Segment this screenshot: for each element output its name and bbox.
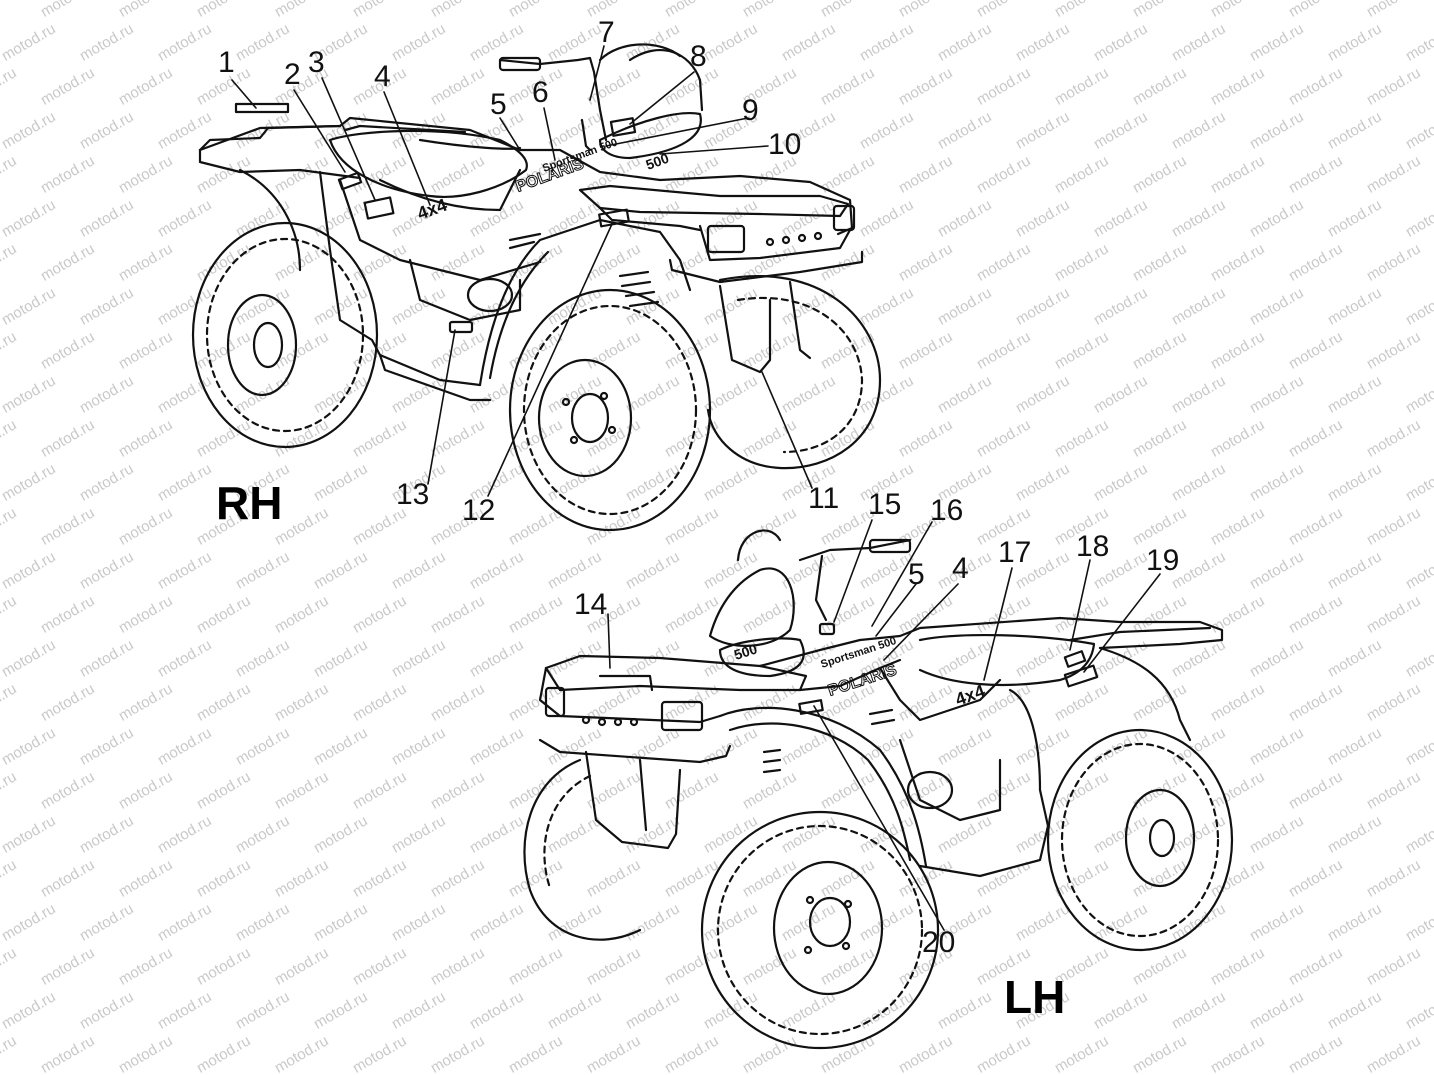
callout-9: 9 [742,94,759,127]
callout-20: 20 [922,926,956,959]
callout-10: 10 [768,128,802,161]
rh-500-decal: 500 [644,150,672,173]
rh-leader-lines [231,45,813,497]
callout-2: 2 [284,58,301,91]
rh-view-label: RH [216,477,283,529]
rh-seat-label-1 [234,102,290,114]
callout-14: 14 [574,588,608,621]
lh-500-decal: 500 [732,640,759,663]
callout-5-lh: 5 [908,558,925,591]
callout-17: 17 [998,536,1032,569]
lh-front-wheel [700,810,940,1050]
lh-view-label: LH [1004,971,1066,1023]
callout-6: 6 [532,76,549,109]
callout-13: 13 [396,478,430,511]
lh-body: 500 Sportsman 500 POLARIS 4x4 [538,529,1224,878]
rh-body: 4x4 POLARIS Sportsman 500 500 [198,43,864,402]
rh-4x4-decal: 4x4 [415,195,450,224]
callout-3: 3 [308,46,325,79]
callout-4-lh: 4 [952,552,969,585]
lh-polaris-decal: POLARIS [826,662,899,700]
callout-1: 1 [218,46,235,79]
rh-front-wheel [508,288,712,532]
callout-4: 4 [374,60,391,93]
lh-rear-wheel [1046,728,1234,952]
callout-12: 12 [462,494,496,527]
callout-18: 18 [1076,530,1110,563]
atv-lh-view: 500 Sportsman 500 POLARIS 4x4 [523,519,1234,1050]
lh-far-front-wheel [523,758,642,941]
lh-4x4-decal: 4x4 [953,681,988,710]
callout-19: 19 [1146,544,1180,577]
callout-7: 7 [598,16,615,49]
callout-16: 16 [930,494,964,527]
rh-far-front-wheel [706,274,882,470]
callout-5: 5 [490,88,507,121]
lh-leader-lines [607,519,1161,931]
rh-rear-left-wheel [191,221,379,449]
atv-rh-view: 4x4 POLARIS Sportsman 500 500 [191,43,882,532]
callout-8: 8 [690,40,707,73]
callout-11: 11 [808,482,840,515]
callout-15: 15 [868,488,902,521]
